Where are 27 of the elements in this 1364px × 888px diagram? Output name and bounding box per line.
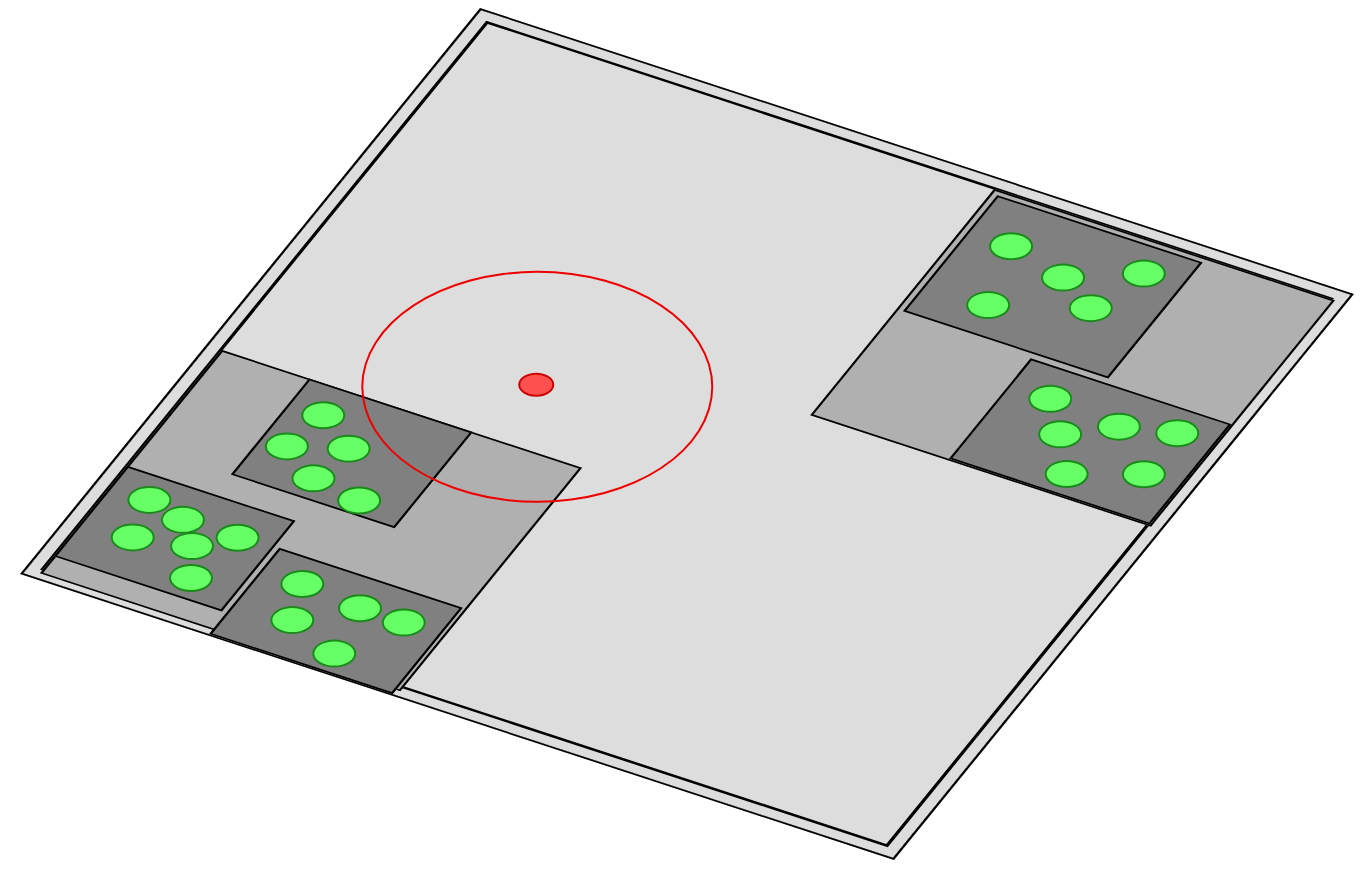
point-marker: [170, 532, 215, 561]
point-marker: [159, 505, 204, 534]
point-marker: [967, 290, 1012, 319]
point-marker: [170, 564, 215, 593]
point-marker: [1121, 260, 1166, 289]
point-marker: [281, 570, 326, 599]
point-marker: [336, 485, 381, 514]
point-marker: [1044, 459, 1089, 488]
point-marker: [338, 594, 383, 623]
point-marker: [1039, 419, 1084, 448]
point-marker: [215, 524, 260, 552]
point-marker: [271, 605, 316, 634]
point-marker: [1154, 419, 1199, 448]
point-marker: [109, 523, 154, 552]
point-marker: [301, 401, 346, 430]
point-marker: [313, 639, 358, 668]
point-marker: [1068, 294, 1113, 323]
point-marker: [1121, 459, 1166, 488]
point-marker: [1041, 263, 1086, 292]
point-marker: [380, 608, 425, 637]
point-marker: [326, 433, 371, 462]
point-marker: [127, 485, 172, 514]
point-marker: [989, 231, 1034, 260]
point-marker: [291, 464, 336, 493]
point-marker: [1095, 412, 1140, 441]
point-marker: [1029, 384, 1074, 413]
point-marker: [265, 432, 310, 461]
